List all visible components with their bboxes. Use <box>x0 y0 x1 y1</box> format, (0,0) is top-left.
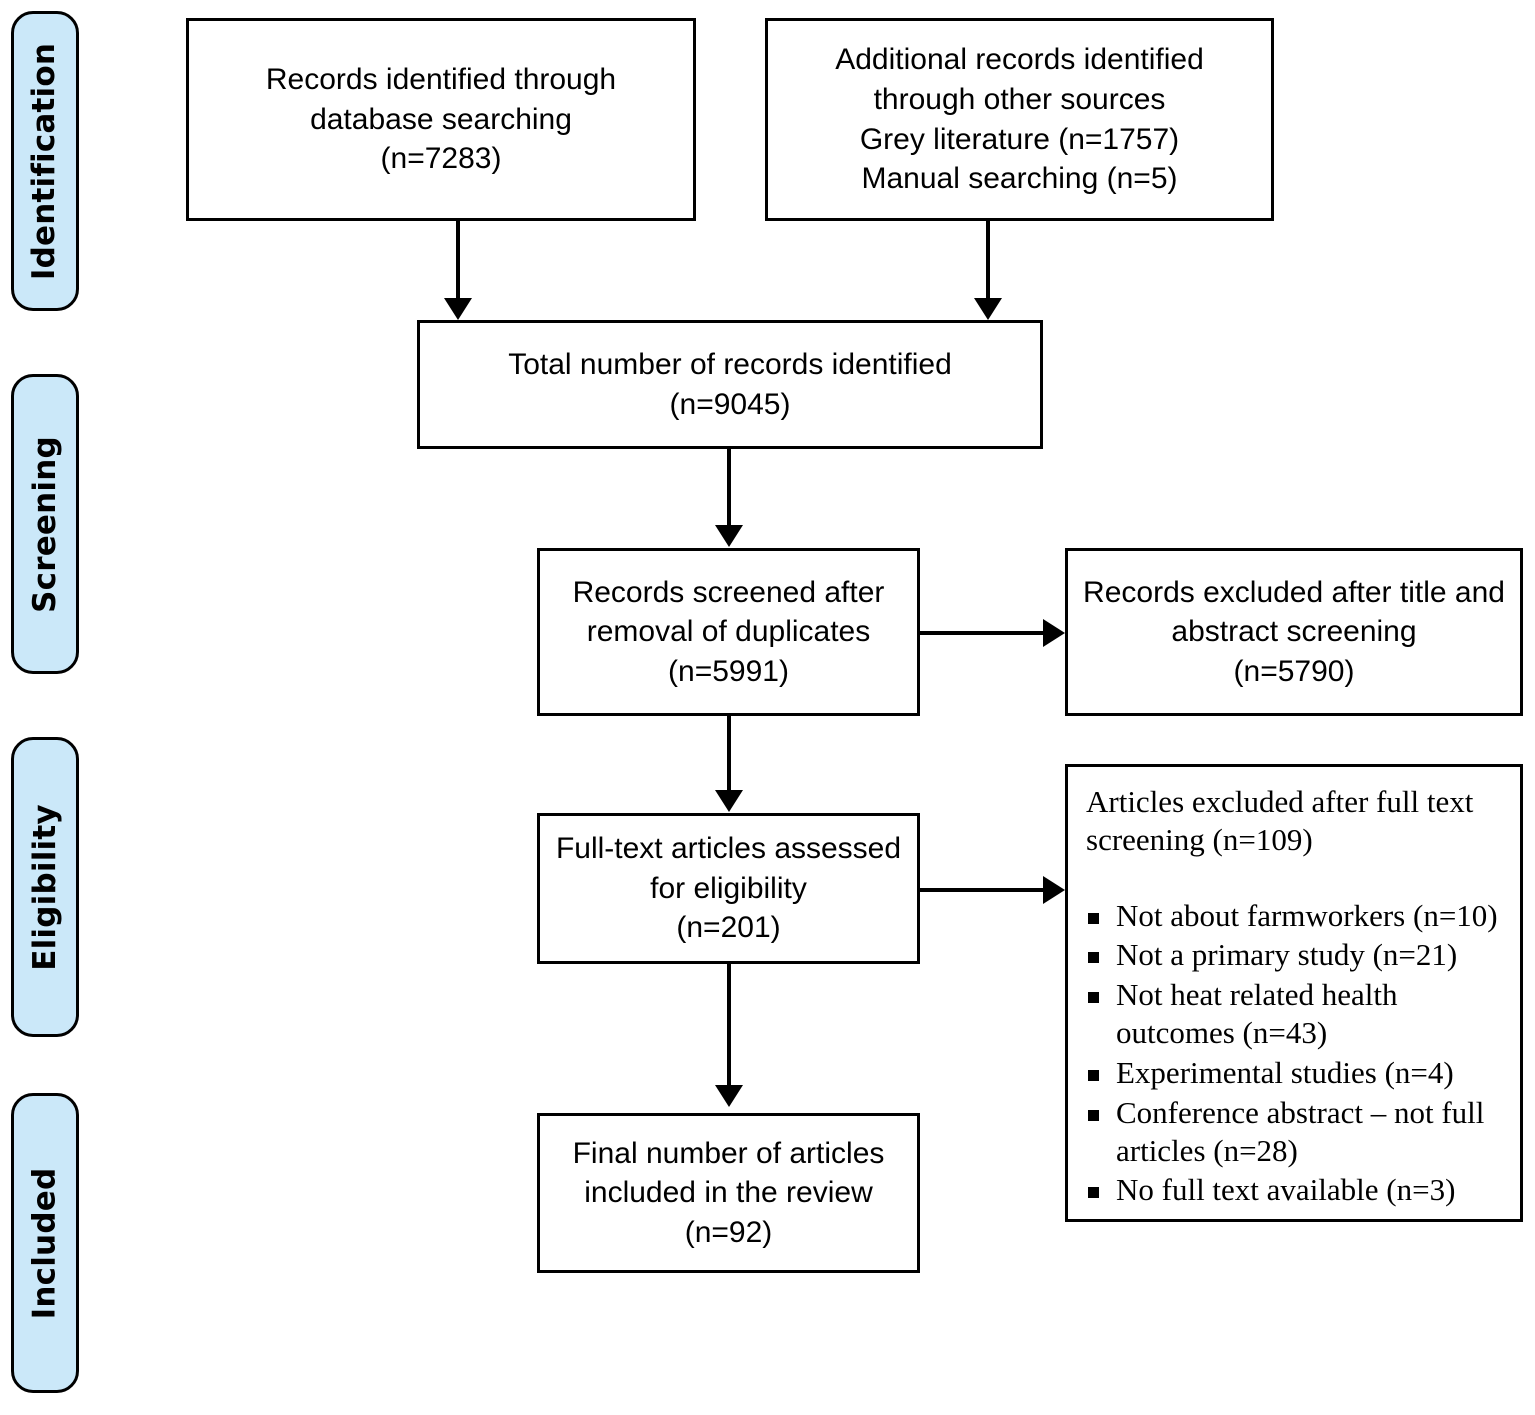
box-records-screened-text: Records screened after removal of duplic… <box>572 575 885 688</box>
stage-tab-eligibility: Eligibility <box>11 737 79 1037</box>
box-fulltext-assessed-text: Full-text articles assessed for eligibil… <box>555 832 902 945</box>
arrow-other-to-total <box>974 298 1002 320</box>
bullet-square-icon <box>1088 952 1099 964</box>
exclusion-reason-item: Conference abstract – not full articles … <box>1086 1094 1506 1170</box>
stage-tab-identification-label: Identification <box>26 42 63 280</box>
exclusion-reason-text: Conference abstract – not full articles … <box>1116 1094 1485 1168</box>
bullet-square-icon <box>1088 1109 1099 1121</box>
exclusion-reason-item: No full text available (n=3) <box>1086 1171 1506 1209</box>
box-total-identified: Total number of records identified (n=90… <box>417 320 1043 449</box>
exclusion-reasons-heading: Articles excluded after full text screen… <box>1086 784 1474 857</box>
stage-tab-screening: Screening <box>11 374 79 674</box>
exclusion-reason-item: Not a primary study (n=21) <box>1086 936 1506 974</box>
arrow-database-to-total <box>444 298 472 320</box>
arrow-total-to-screened <box>715 525 743 547</box>
box-exclusion-reasons: Articles excluded after full text screen… <box>1065 764 1523 1222</box>
box-fulltext-assessed: Full-text articles assessed for eligibil… <box>537 813 920 964</box>
box-records-excluded: Records excluded after title and abstrac… <box>1065 548 1523 716</box>
box-records-screened: Records screened after removal of duplic… <box>537 548 920 716</box>
exclusion-reason-text: Not about farmworkers (n=10) <box>1116 897 1498 933</box>
connector-fulltext-to-final <box>727 964 731 1089</box>
exclusion-reason-item: Experimental studies (n=4) <box>1086 1054 1506 1092</box>
stage-tab-identification: Identification <box>11 11 79 311</box>
stage-tab-included-label: Included <box>26 1167 63 1319</box>
stage-tab-eligibility-label: Eligibility <box>26 803 63 971</box>
box-total-identified-text: Total number of records identified (n=90… <box>508 347 952 421</box>
stage-tab-screening-label: Screening <box>26 435 63 613</box>
box-records-excluded-text: Records excluded after title and abstrac… <box>1083 575 1505 688</box>
bullet-square-icon <box>1088 912 1099 924</box>
connector-screened-to-excluded <box>920 631 1047 635</box>
bullet-square-icon <box>1088 1187 1099 1199</box>
connector-other-to-total <box>986 221 990 303</box>
arrow-screened-to-excluded <box>1043 619 1065 647</box>
connector-database-to-total <box>456 221 460 303</box>
bullet-square-icon <box>1088 1069 1099 1081</box>
box-database-search: Records identified through database sear… <box>186 18 696 221</box>
connector-screened-to-fulltext <box>727 716 731 794</box>
box-final-included-text: Final number of articles included in the… <box>572 1136 885 1249</box>
box-database-search-text: Records identified through database sear… <box>265 63 617 176</box>
stage-tab-included: Included <box>11 1093 79 1393</box>
exclusion-reason-item: Not heat related health outcomes (n=43) <box>1086 976 1506 1052</box>
box-final-included: Final number of articles included in the… <box>537 1113 920 1273</box>
exclusion-reason-text: No full text available (n=3) <box>1116 1172 1456 1208</box>
box-other-sources: Additional records identified through ot… <box>765 18 1274 221</box>
connector-total-to-screened <box>727 449 731 530</box>
exclusion-reasons-list: Not about farmworkers (n=10) Not a prima… <box>1086 897 1506 1210</box>
bullet-square-icon <box>1088 992 1099 1004</box>
box-other-sources-text: Additional records identified through ot… <box>835 43 1204 196</box>
exclusion-reason-text: Experimental studies (n=4) <box>1116 1054 1454 1090</box>
exclusion-reason-item: Not about farmworkers (n=10) <box>1086 897 1506 935</box>
arrow-fulltext-to-reasons <box>1043 876 1065 904</box>
connector-fulltext-to-reasons <box>920 888 1047 892</box>
exclusion-reason-text: Not heat related health outcomes (n=43) <box>1116 977 1398 1051</box>
arrow-fulltext-to-final <box>715 1085 743 1107</box>
arrow-screened-to-fulltext <box>715 790 743 812</box>
exclusion-reason-text: Not a primary study (n=21) <box>1116 937 1458 973</box>
